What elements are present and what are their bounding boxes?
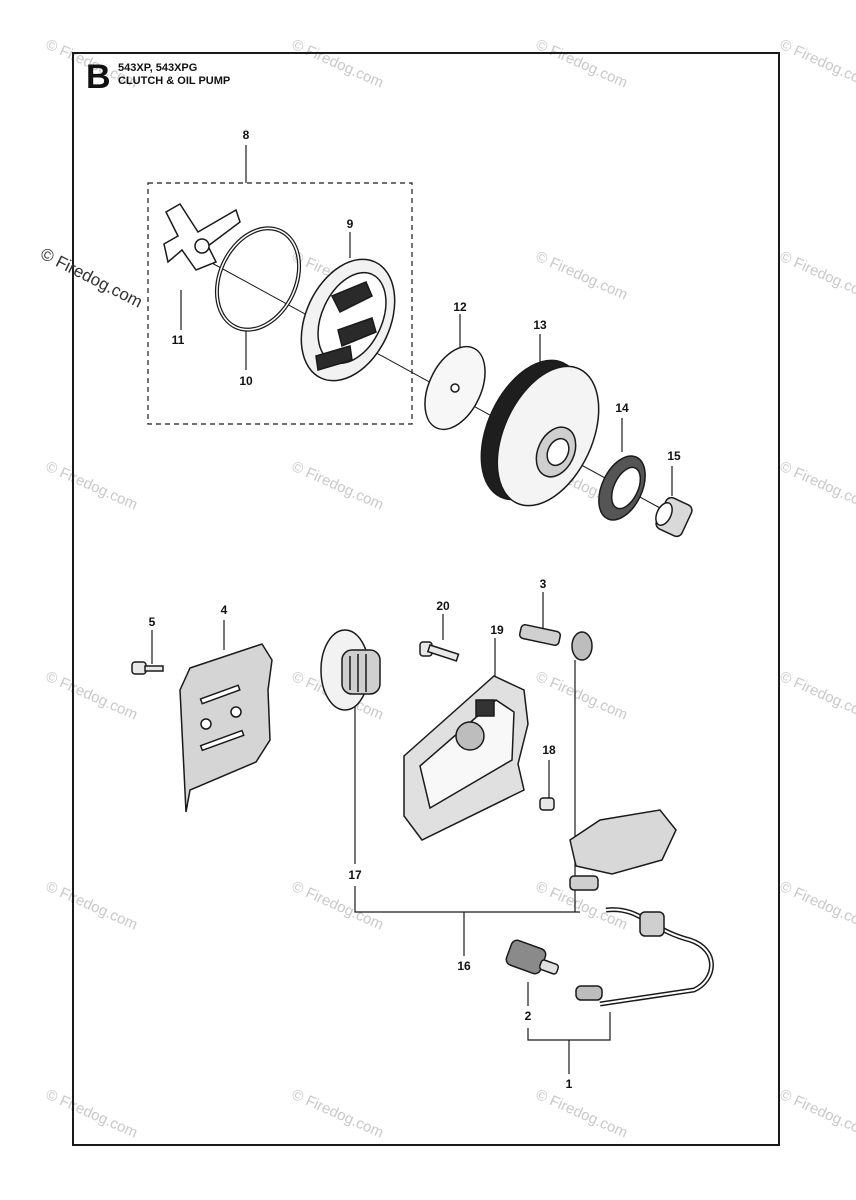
callout-8: 8 — [242, 128, 250, 142]
callout-1: 1 — [565, 1077, 573, 1091]
diagram-subtitle: CLUTCH & OIL PUMP — [118, 75, 231, 87]
pump-housing — [403, 675, 529, 841]
pump-worm-gear — [320, 629, 381, 711]
callout-5: 5 — [148, 615, 156, 629]
callout-10: 10 — [239, 374, 253, 388]
callout-13: 13 — [533, 318, 547, 332]
screw — [419, 641, 460, 662]
callout-2: 2 — [524, 1009, 532, 1023]
oil-filter — [505, 939, 560, 975]
needle-bearing — [655, 496, 693, 538]
callout-16: 16 — [457, 959, 471, 973]
washer — [424, 345, 486, 431]
oil-hose — [575, 907, 714, 1007]
section-letter: B — [86, 58, 111, 96]
callout-18: 18 — [542, 743, 556, 757]
leader-line — [527, 1012, 611, 1041]
oil-pump — [518, 623, 677, 891]
callout-20: 20 — [436, 599, 450, 613]
leader-line — [354, 886, 580, 913]
callout-14: 14 — [615, 401, 629, 415]
callout-17: 17 — [348, 868, 362, 882]
rim-sprocket — [598, 455, 646, 521]
callout-12: 12 — [453, 300, 467, 314]
diagram-frame — [72, 52, 780, 1146]
clutch-spring — [214, 226, 302, 332]
callout-4: 4 — [220, 603, 228, 617]
callout-19: 19 — [490, 623, 504, 637]
clutch-hub — [163, 202, 241, 271]
callout-3: 3 — [539, 577, 547, 591]
screw — [131, 661, 164, 675]
model-title: 543XP, 543XPG — [118, 62, 198, 74]
callout-9: 9 — [346, 217, 354, 231]
callout-15: 15 — [667, 449, 681, 463]
sprocket-drum — [480, 359, 600, 507]
callout-11: 11 — [171, 333, 185, 347]
guide-plate — [179, 643, 273, 813]
clutch-drum — [300, 258, 396, 382]
